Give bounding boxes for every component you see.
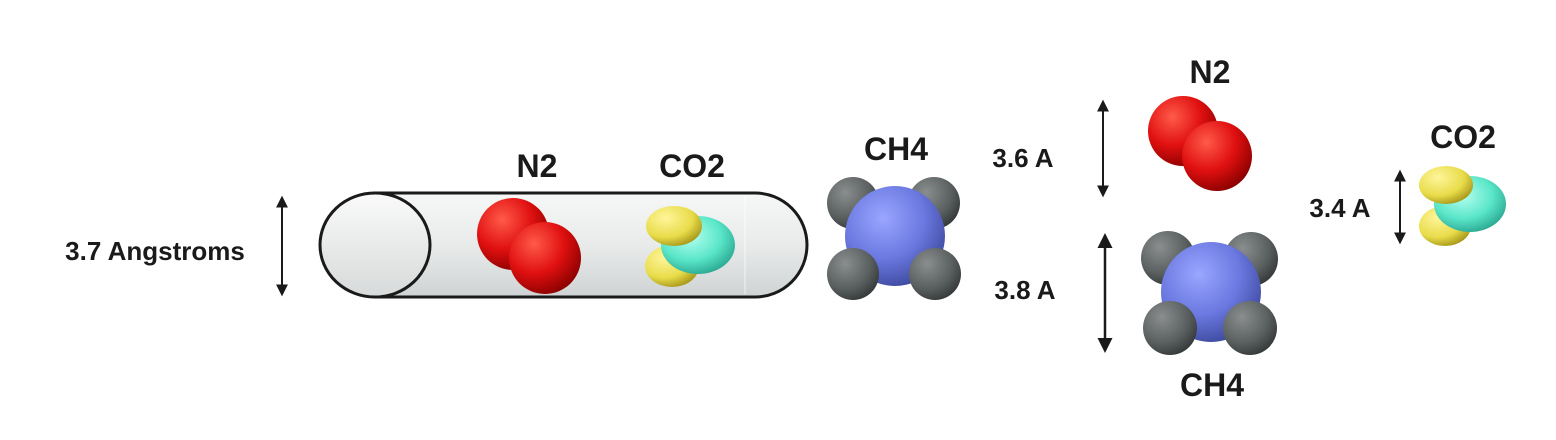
ch4-molecule-at-entrance [827, 177, 961, 300]
nanotube-body [373, 191, 809, 299]
ch4-molecule [1141, 231, 1278, 355]
tube-n2-label: N2 [517, 148, 558, 184]
ch4-size-label: 3.8 A [994, 275, 1055, 305]
ch4-name-label: CH4 [1180, 367, 1244, 403]
n2-molecule-in-tube [477, 198, 581, 294]
n2-size-label: 3.6 A [992, 143, 1053, 173]
co2-size-label: 3.4 A [1309, 193, 1370, 223]
nanotube-opening [318, 191, 432, 299]
tube-co2-label: CO2 [659, 148, 725, 184]
n2-molecule [1148, 96, 1252, 191]
co2-name-label: CO2 [1430, 119, 1496, 155]
n2-name-label: N2 [1190, 54, 1231, 90]
co2-molecule-in-tube [645, 206, 735, 287]
co2-molecule [1419, 166, 1506, 246]
tube-diameter-label: 3.7 Angstroms [65, 236, 245, 266]
ch4-entrance-label: CH4 [864, 131, 928, 167]
